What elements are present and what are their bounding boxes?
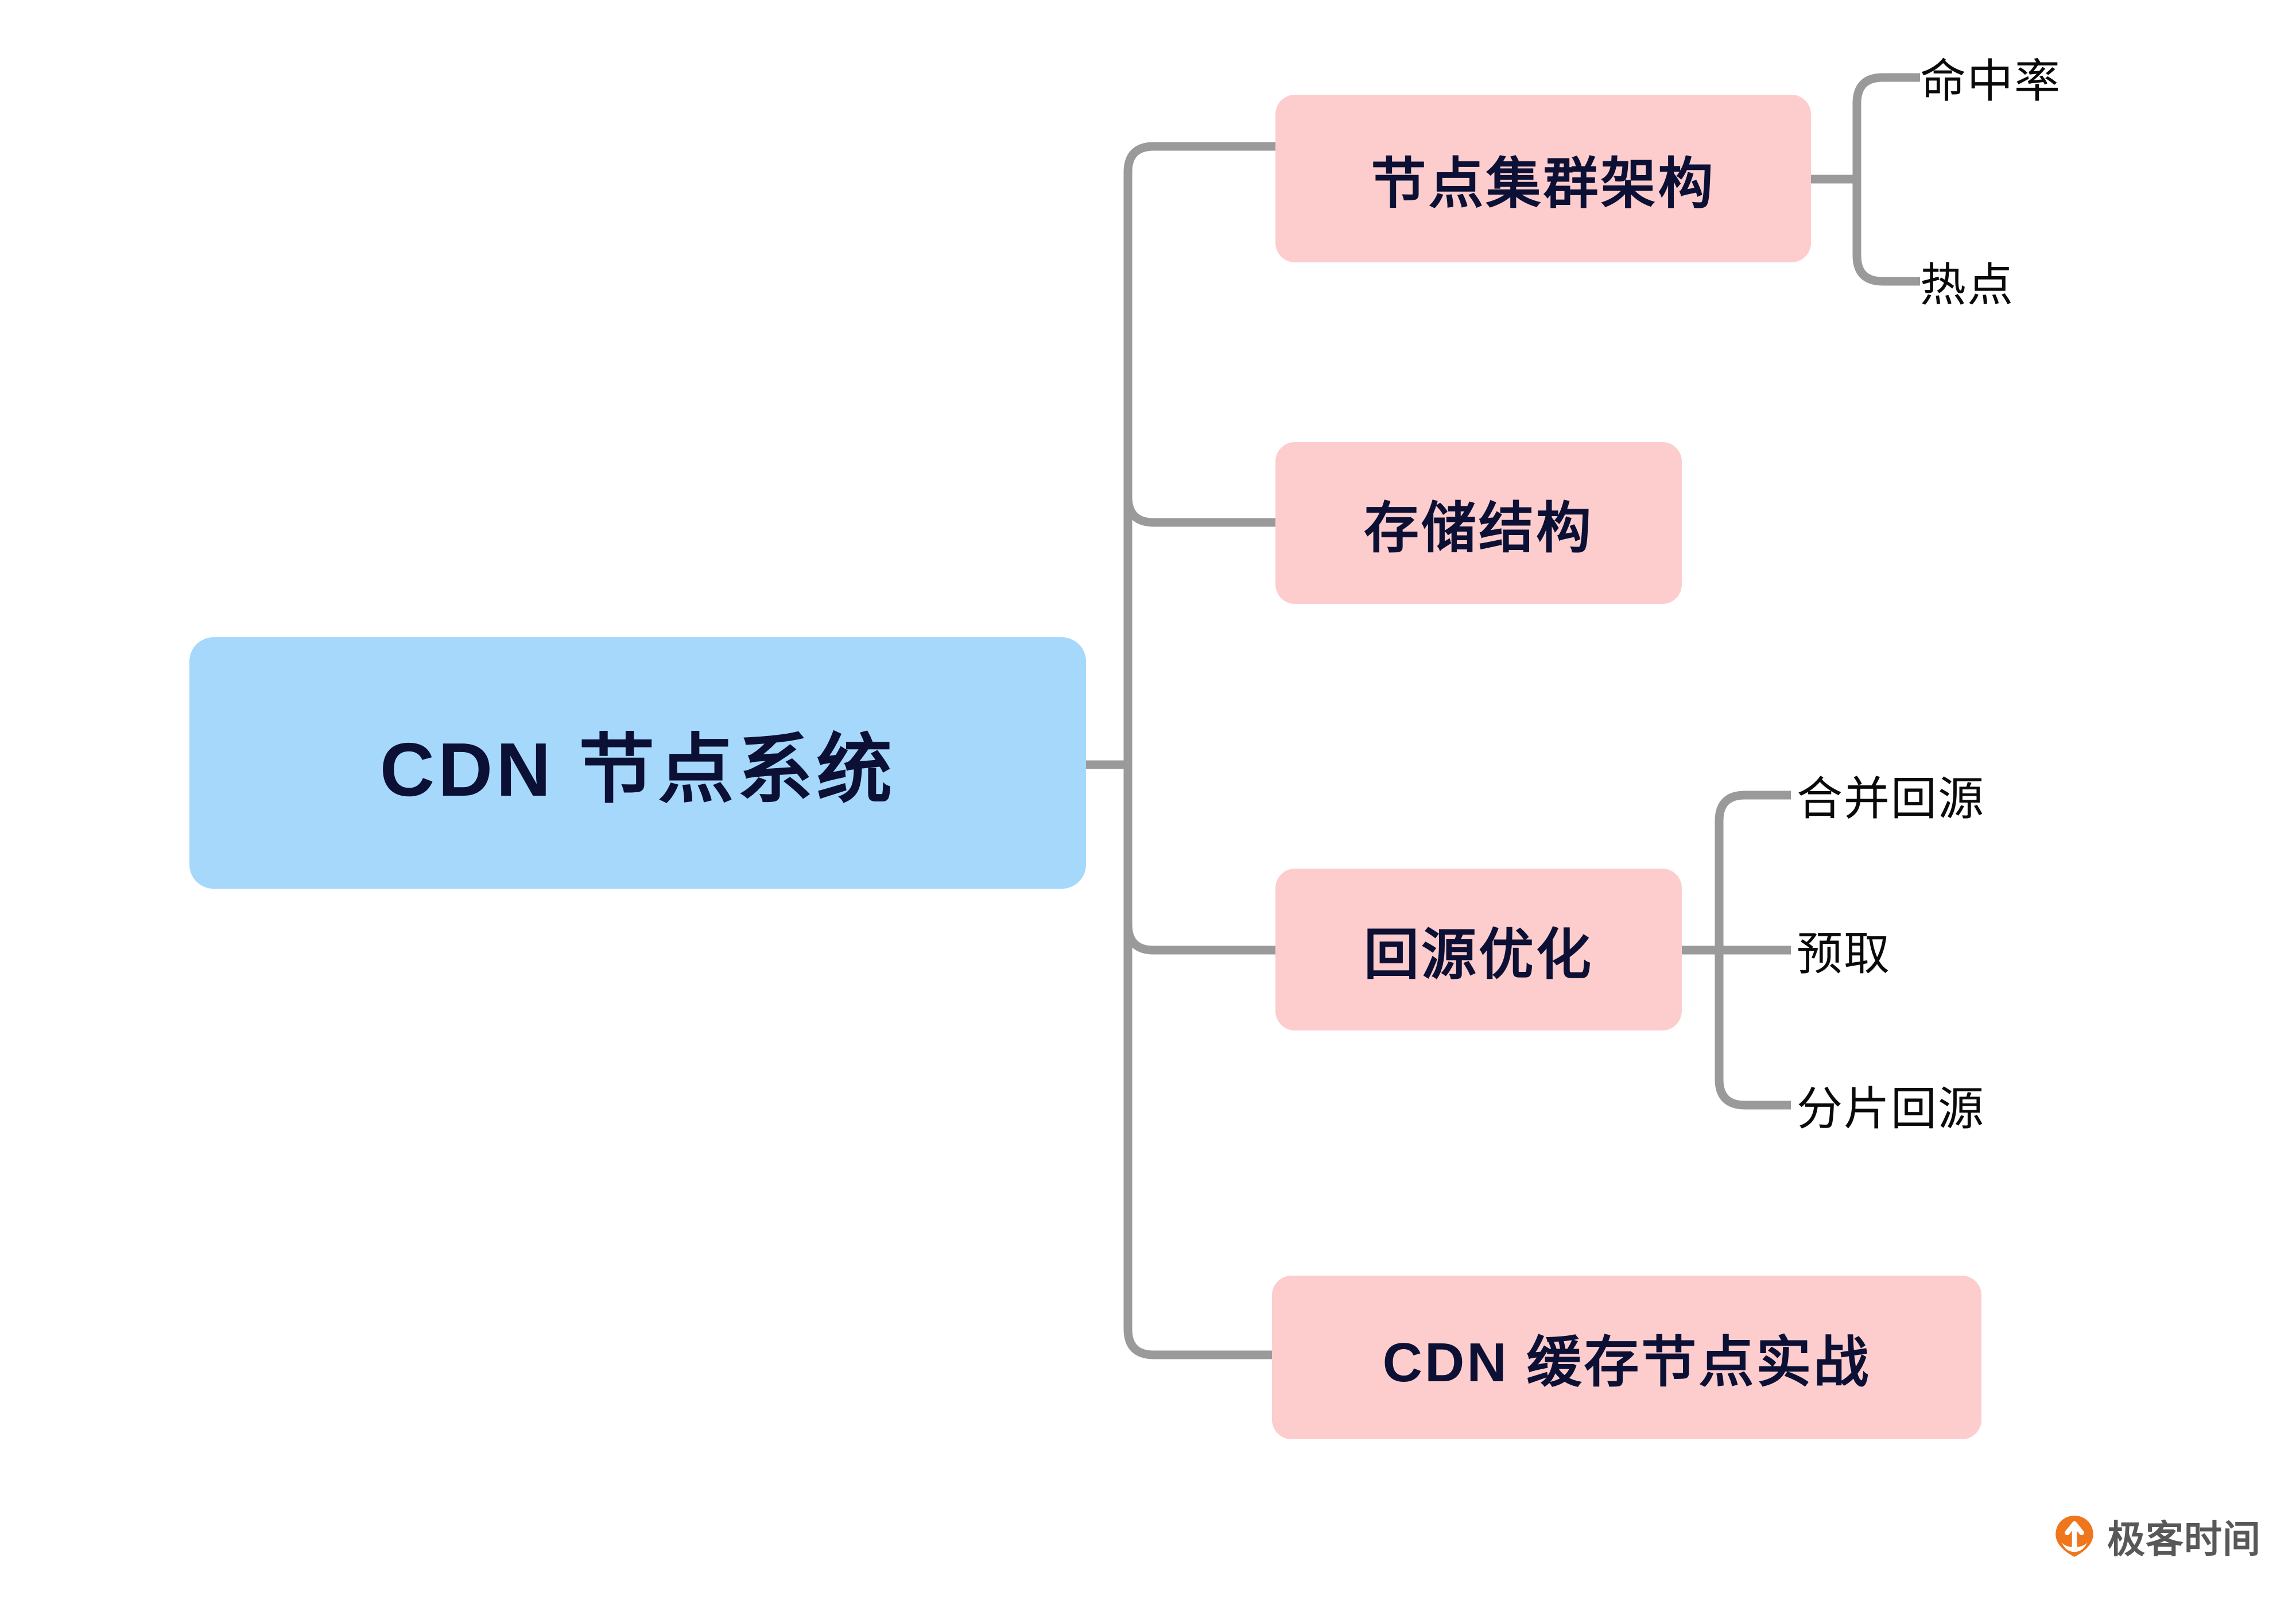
branch-node-cdn-cache-node-practice[interactable]: CDN 缓存节点实战	[1272, 1276, 1981, 1439]
connector-trunk-to-branch-3	[1123, 924, 1275, 955]
connector-leaf-3-3	[1715, 1079, 1791, 1110]
leaf-label-hot-spot[interactable]: 热点	[1920, 259, 2014, 311]
leaf-label-merged-origin-fetch[interactable]: 合并回源	[1797, 773, 1985, 824]
root-node[interactable]: CDN 节点系统	[189, 637, 1086, 889]
branch-node-label: 回源优化	[1364, 924, 1593, 986]
connector-leaf-1-2	[1852, 255, 1920, 286]
branch-node-label: 存储结构	[1364, 497, 1593, 559]
root-node-label: CDN 节点系统	[379, 727, 896, 812]
branch-node-origin-fetch-optimization[interactable]: 回源优化	[1275, 869, 1682, 1030]
connector-trunk-to-branch-1	[1123, 142, 1275, 173]
leaf-label-sharded-origin-fetch[interactable]: 分片回源	[1797, 1083, 1985, 1134]
connector-trunk-to-branch-4	[1123, 1328, 1272, 1359]
connector-leaf-3-1	[1715, 791, 1791, 822]
leaf-label-hit-rate[interactable]: 命中率	[1920, 56, 2061, 107]
branch-node-label: 节点集群架构	[1371, 153, 1716, 215]
geektime-pin-icon	[2055, 1516, 2093, 1557]
brand-name: 极客时间	[2107, 1518, 2261, 1560]
connector-trunk-to-branch-2	[1123, 496, 1275, 527]
branch-node-storage-structure[interactable]: 存储结构	[1275, 442, 1682, 604]
branch-node-label: CDN 缓存节点实战	[1382, 1332, 1871, 1393]
branch-node-node-cluster-architecture[interactable]: 节点集群架构	[1275, 95, 1811, 262]
leaf-label-prefetch[interactable]: 预取	[1797, 928, 1891, 979]
brand-watermark: 极客时间	[2052, 1509, 2261, 1564]
connector-leaf-1-1	[1852, 73, 1920, 104]
